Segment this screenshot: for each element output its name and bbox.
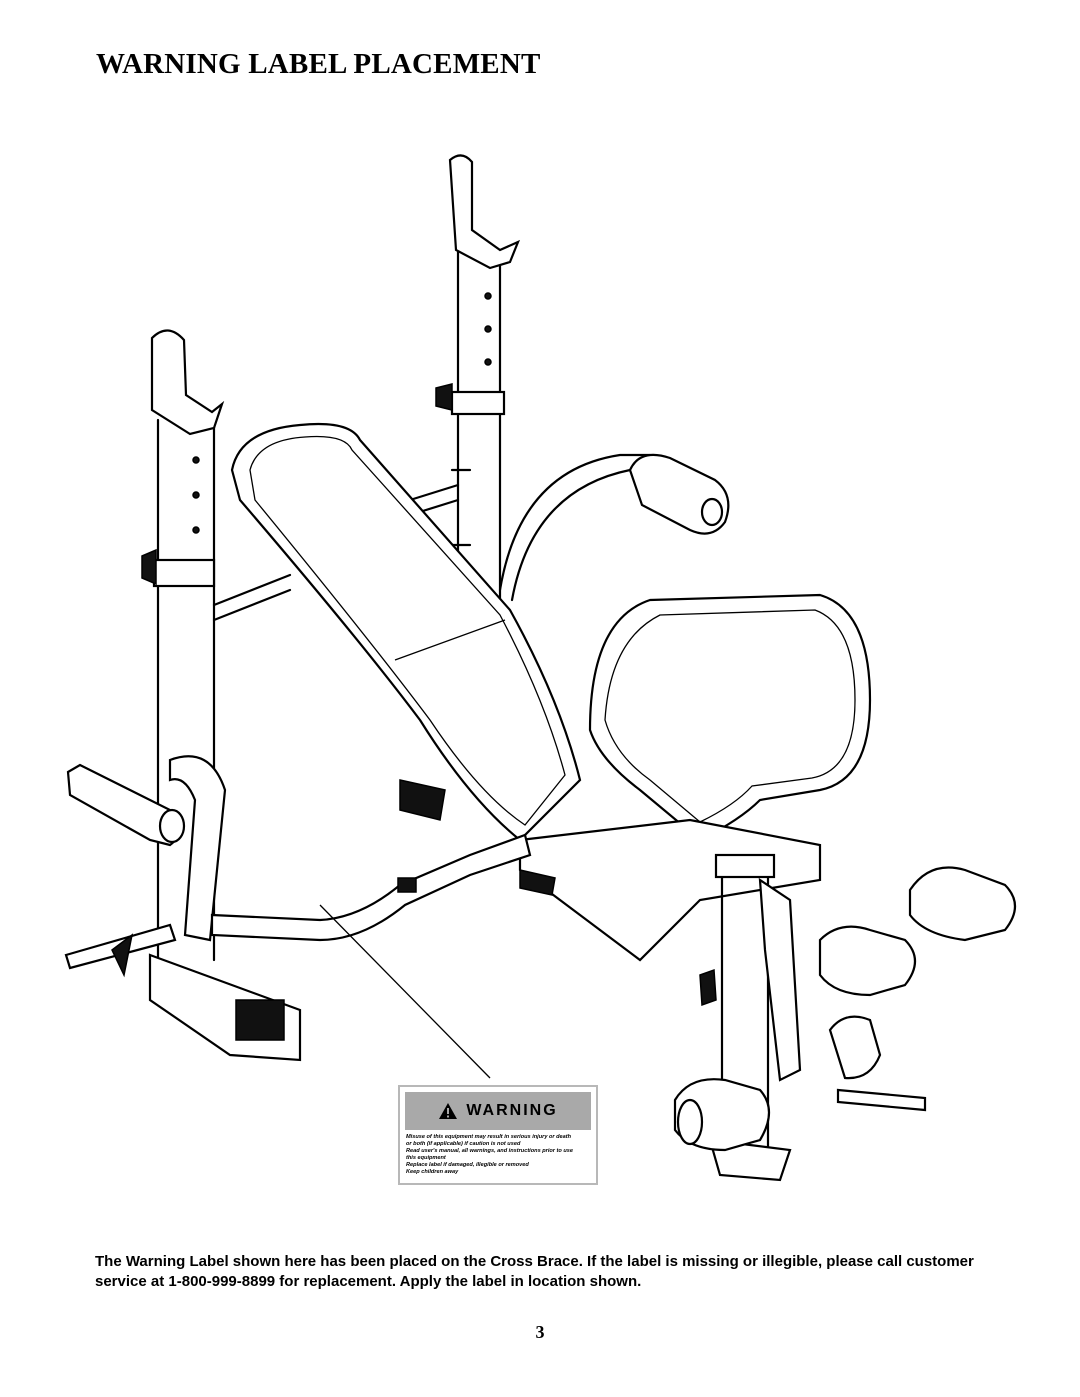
warning-line: Keep children away [406, 1169, 459, 1175]
backrest-pad [230, 422, 582, 842]
label-pointer-line [319, 904, 491, 1079]
warning-triangle-icon [439, 1103, 458, 1119]
warning-text: Misuse of this equipment may result in s… [400, 1130, 596, 1176]
front-foot-roller [66, 755, 227, 942]
caption-text: The Warning Label shown here has been pl… [95, 1253, 974, 1290]
warning-label: WARNING Misuse of this equipment may res… [398, 1085, 598, 1185]
warning-line: or both (if applicable) if caution is no… [406, 1141, 521, 1147]
cross-brace [210, 833, 532, 942]
warning-line: this equipment [406, 1155, 446, 1161]
seat-pad [588, 593, 872, 842]
rear-upright-post [435, 154, 521, 602]
leg-extension-assembly [673, 853, 1017, 1182]
page-number: 3 [535, 1322, 545, 1342]
warning-heading: WARNING [466, 1102, 558, 1119]
warning-line: Replace label if damaged, illegible or r… [406, 1162, 529, 1168]
warning-line: Misuse of this equipment may result in s… [406, 1134, 572, 1140]
warning-header: WARNING [405, 1092, 591, 1130]
warning-line: Read user's manual, all warnings, and in… [406, 1148, 574, 1154]
weight-bench-illustration [64, 154, 1017, 1182]
page-title: WARNING LABEL PLACEMENT [96, 48, 541, 80]
front-upright-post [141, 329, 302, 1062]
